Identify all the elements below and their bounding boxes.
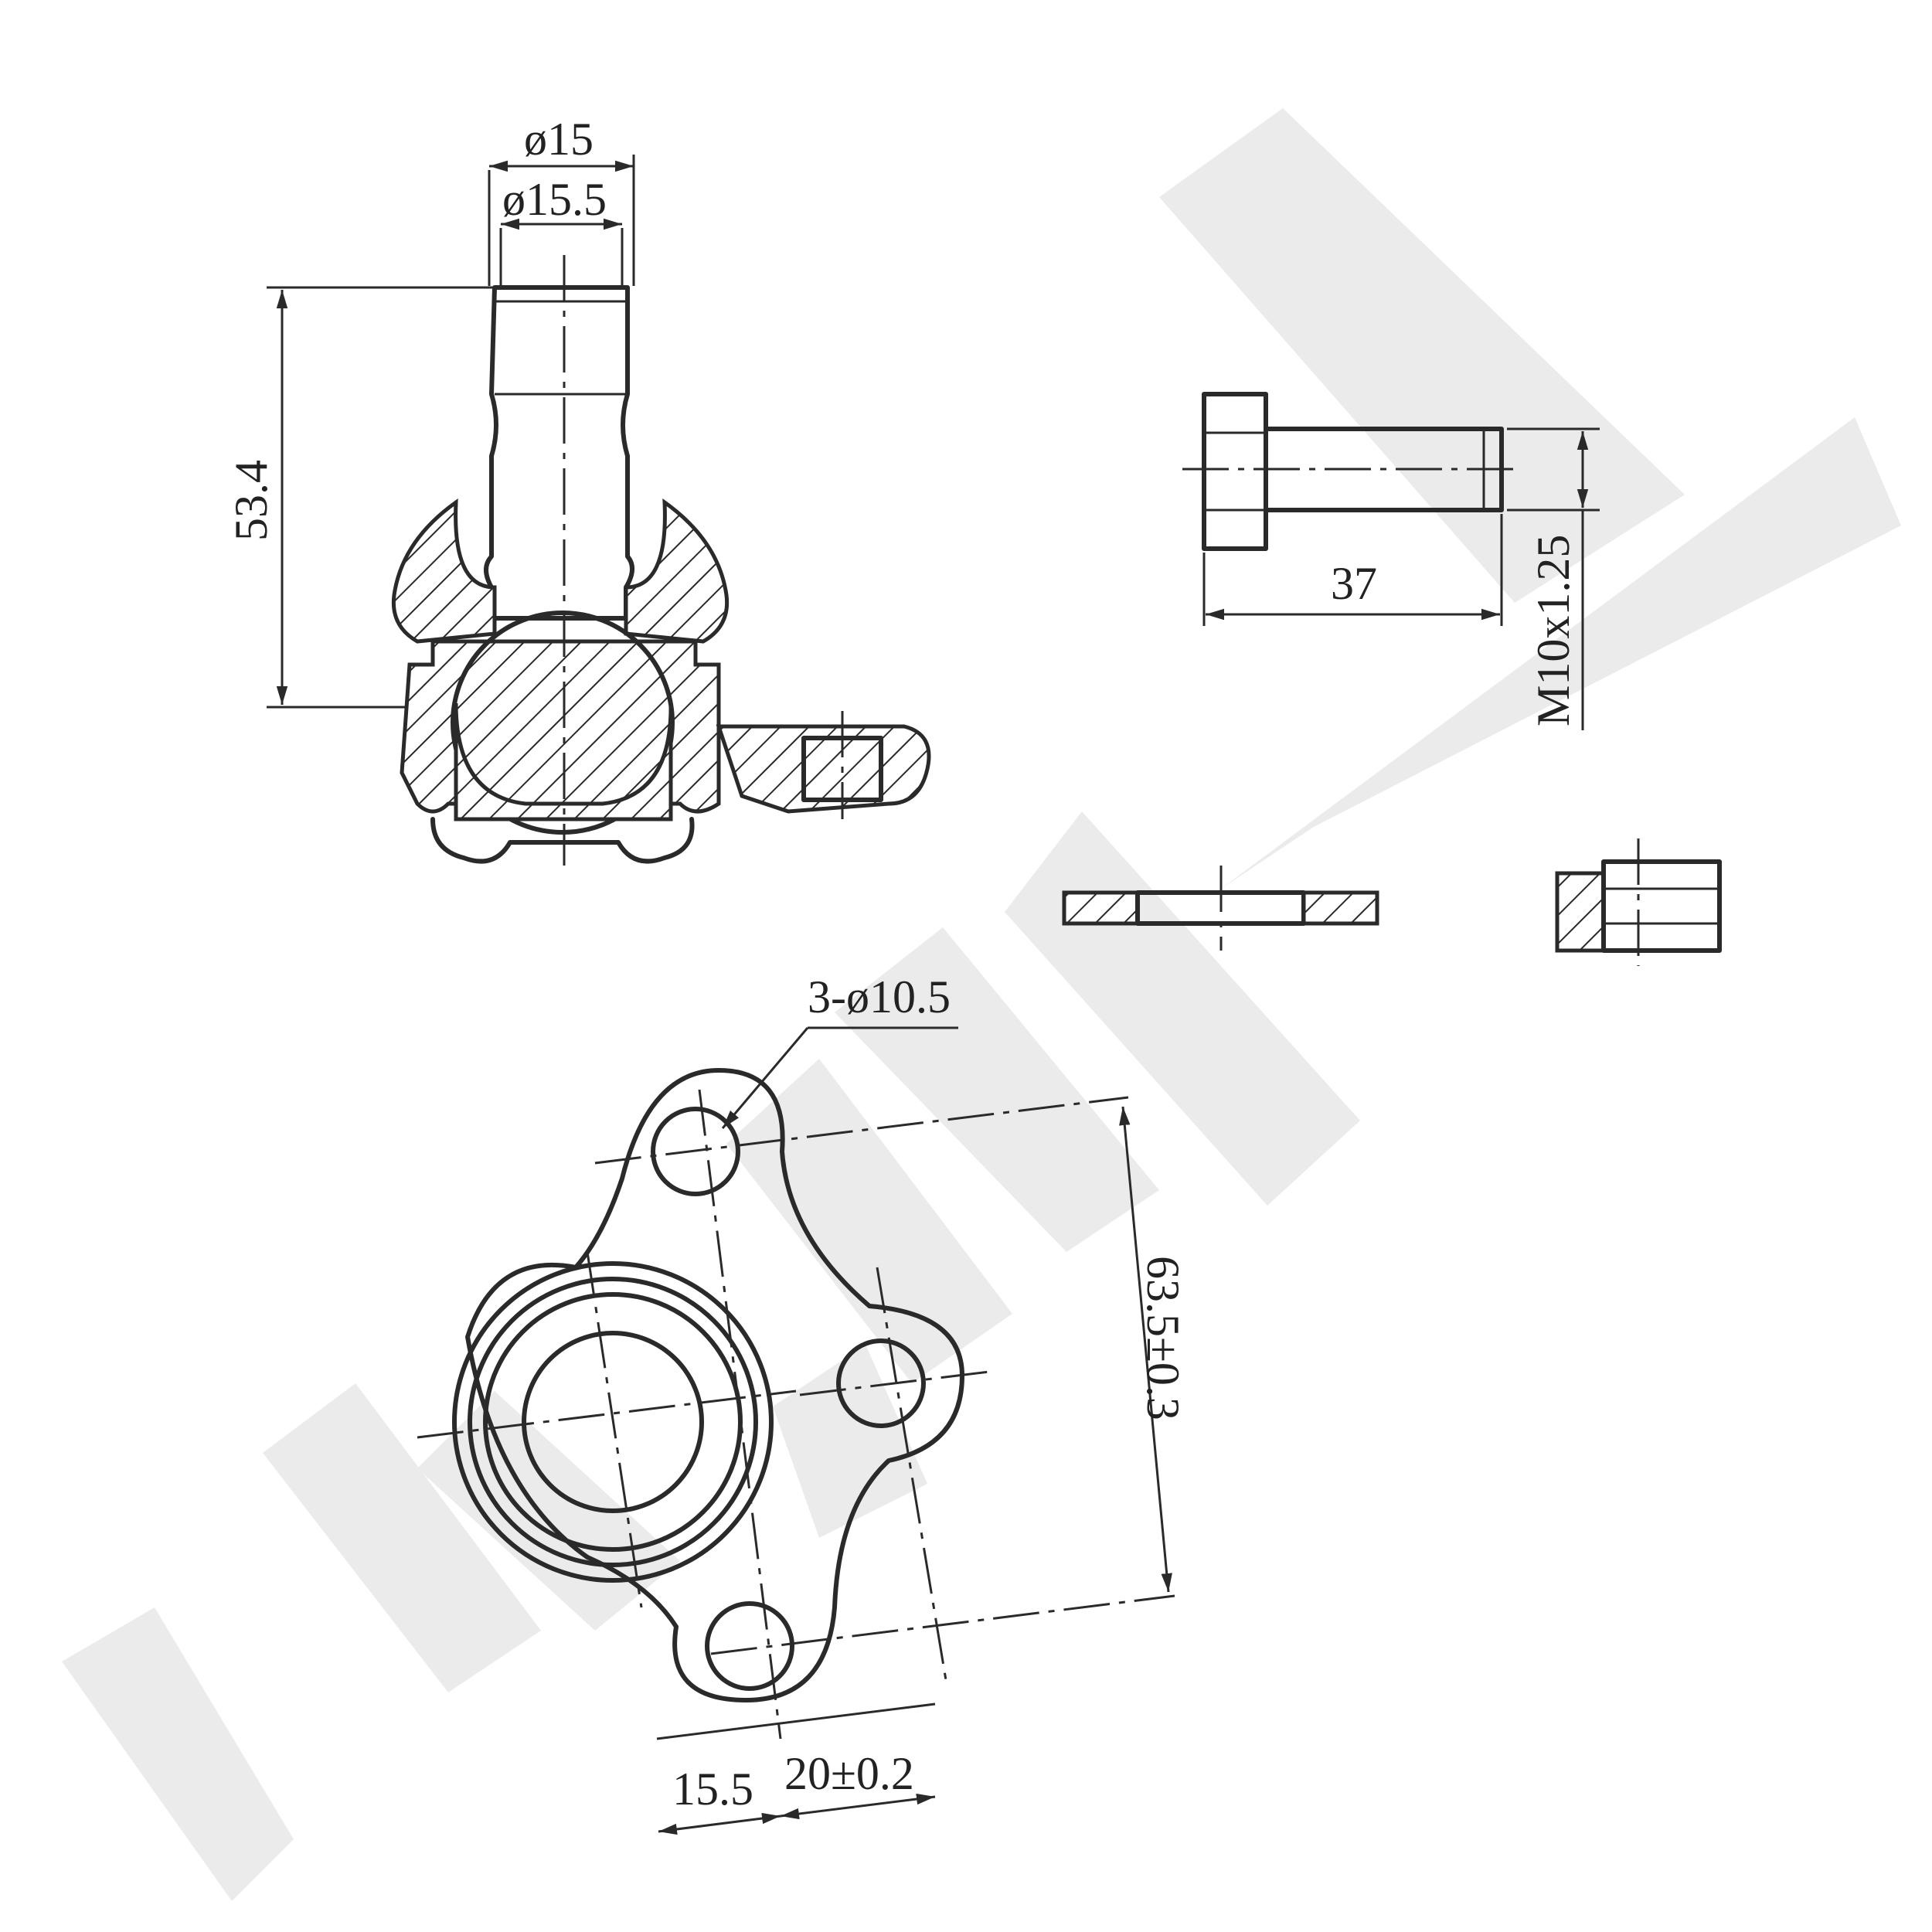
dim-pitch: 63.5±0.3 <box>1138 1256 1189 1420</box>
dim-bolt-thread: M10x1.25 <box>1528 535 1579 726</box>
flange-plan-view: 63.5±0.3 3-ø10.5 15.5 20±0.2 <box>417 971 1189 1835</box>
washer-view <box>1062 866 1379 951</box>
bolt-view: 37 M10x1.25 <box>1182 392 1600 730</box>
dim-holes: 3-ø10.5 <box>808 971 951 1022</box>
dim-diameter-15-5: ø15.5 <box>502 174 607 225</box>
dim-offset-a: 15.5 <box>672 1764 753 1815</box>
dim-bolt-length: 37 <box>1331 558 1377 609</box>
ball-joint-section: ø15 ø15.5 53.4 <box>226 114 931 866</box>
dim-offset-b: 20±0.2 <box>784 1748 914 1799</box>
dim-height-53-4: 53.4 <box>226 460 277 541</box>
dim-diameter-15: ø15 <box>524 114 594 165</box>
lock-nut-view <box>1555 838 1722 966</box>
watermark-logo <box>62 108 1901 1901</box>
